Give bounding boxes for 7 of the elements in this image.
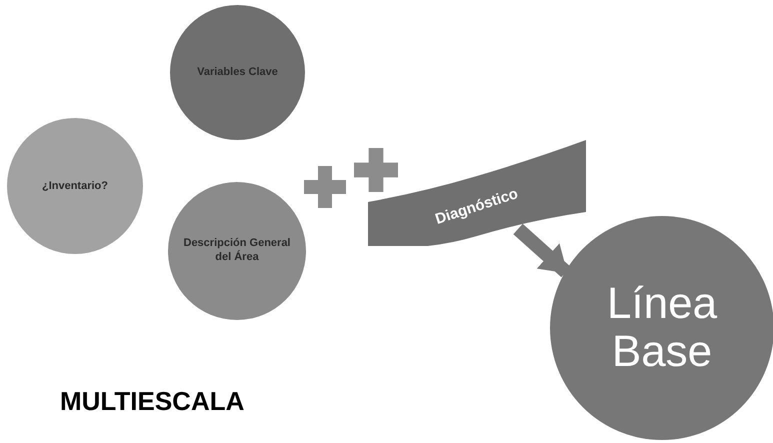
node-label: Variables Clave xyxy=(196,65,279,80)
node-label: ¿Inventario? xyxy=(40,178,109,194)
block-arrow xyxy=(513,224,571,278)
node-label: Descripción General del Área xyxy=(182,237,292,265)
banner-shape xyxy=(368,140,586,246)
node-label: Línea Base xyxy=(606,280,718,376)
heading-label: MULTIESCALA xyxy=(60,385,244,418)
